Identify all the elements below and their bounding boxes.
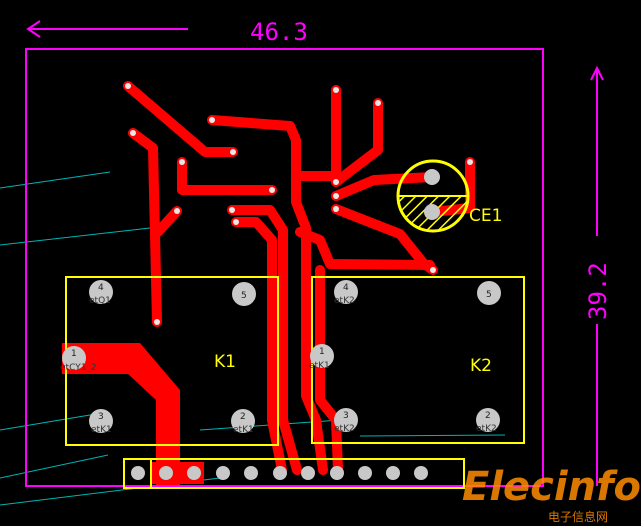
board-outline [25,48,544,487]
svg-text:etK1: etK1 [309,361,330,371]
copper-traces [123,81,475,475]
trace-j [331,172,437,201]
capacitor-label: CE1 [469,206,502,226]
k1-pad-2 [231,409,255,433]
svg-text:etK2: etK2 [476,424,497,434]
svg-text:3: 3 [343,411,349,421]
relay-k1-pads: 4 etQ1 5 1 etCY1_2 3 etK1 2 etK1 [60,280,256,435]
svg-text:etK1: etK1 [91,425,112,435]
k1-pad-1 [62,346,86,370]
height-dimension: 39.2 [584,65,612,486]
svg-text:2: 2 [240,412,246,422]
trace-n [315,265,343,475]
svg-text:etQ1: etQ1 [89,296,111,306]
trace-m [295,227,435,270]
k1-pad-4 [89,280,113,304]
svg-text:4: 4 [343,283,349,293]
watermark: Elecinfo 电子信息网 [462,464,641,524]
k2-pad-5 [477,281,501,305]
svg-text:5: 5 [241,291,247,301]
trace-i [331,98,383,187]
k2-pad-1 [310,344,334,368]
svg-text:etK2: etK2 [334,424,355,434]
svg-text:etCY1_2: etCY1_2 [60,363,97,373]
k1-pad-3 [89,409,113,433]
k2-pad-3 [334,408,358,432]
svg-text:etK1: etK1 [233,425,254,435]
svg-text:5: 5 [486,290,492,300]
trace-b [128,128,162,327]
svg-text:2: 2 [485,411,491,421]
k2-pad-2 [476,408,500,432]
capacitor-pads [424,169,440,220]
svg-text:etK2: etK2 [334,296,355,306]
svg-text:4: 4 [98,283,104,293]
watermark-subtitle: 电子信息网 [548,509,608,524]
relay-k1-label: K1 [214,352,236,372]
trace-g [231,217,287,475]
vias [125,83,473,325]
relay-k2-pads: 4 etK2 5 1 etK1 3 etK2 2 etK2 [309,280,501,434]
watermark-brand: Elecinfo [462,464,641,510]
trace-e [207,115,328,475]
power-trace [62,343,180,485]
svg-text:3: 3 [98,412,104,422]
trace-a [123,81,238,157]
relay-k2-label: K2 [470,356,492,376]
trace-d [177,157,277,195]
trace-f [227,205,302,475]
width-value: 46.3 [250,18,308,46]
svg-text:1: 1 [71,349,77,359]
k1-pad-5 [232,282,256,306]
trace-c [153,206,182,237]
k2-pad-4 [334,280,358,304]
header-pins [131,466,428,480]
svg-text:1: 1 [319,347,325,357]
height-value: 39.2 [584,262,612,320]
width-dimension: 46.3 [26,18,308,46]
header-connector [123,458,465,489]
